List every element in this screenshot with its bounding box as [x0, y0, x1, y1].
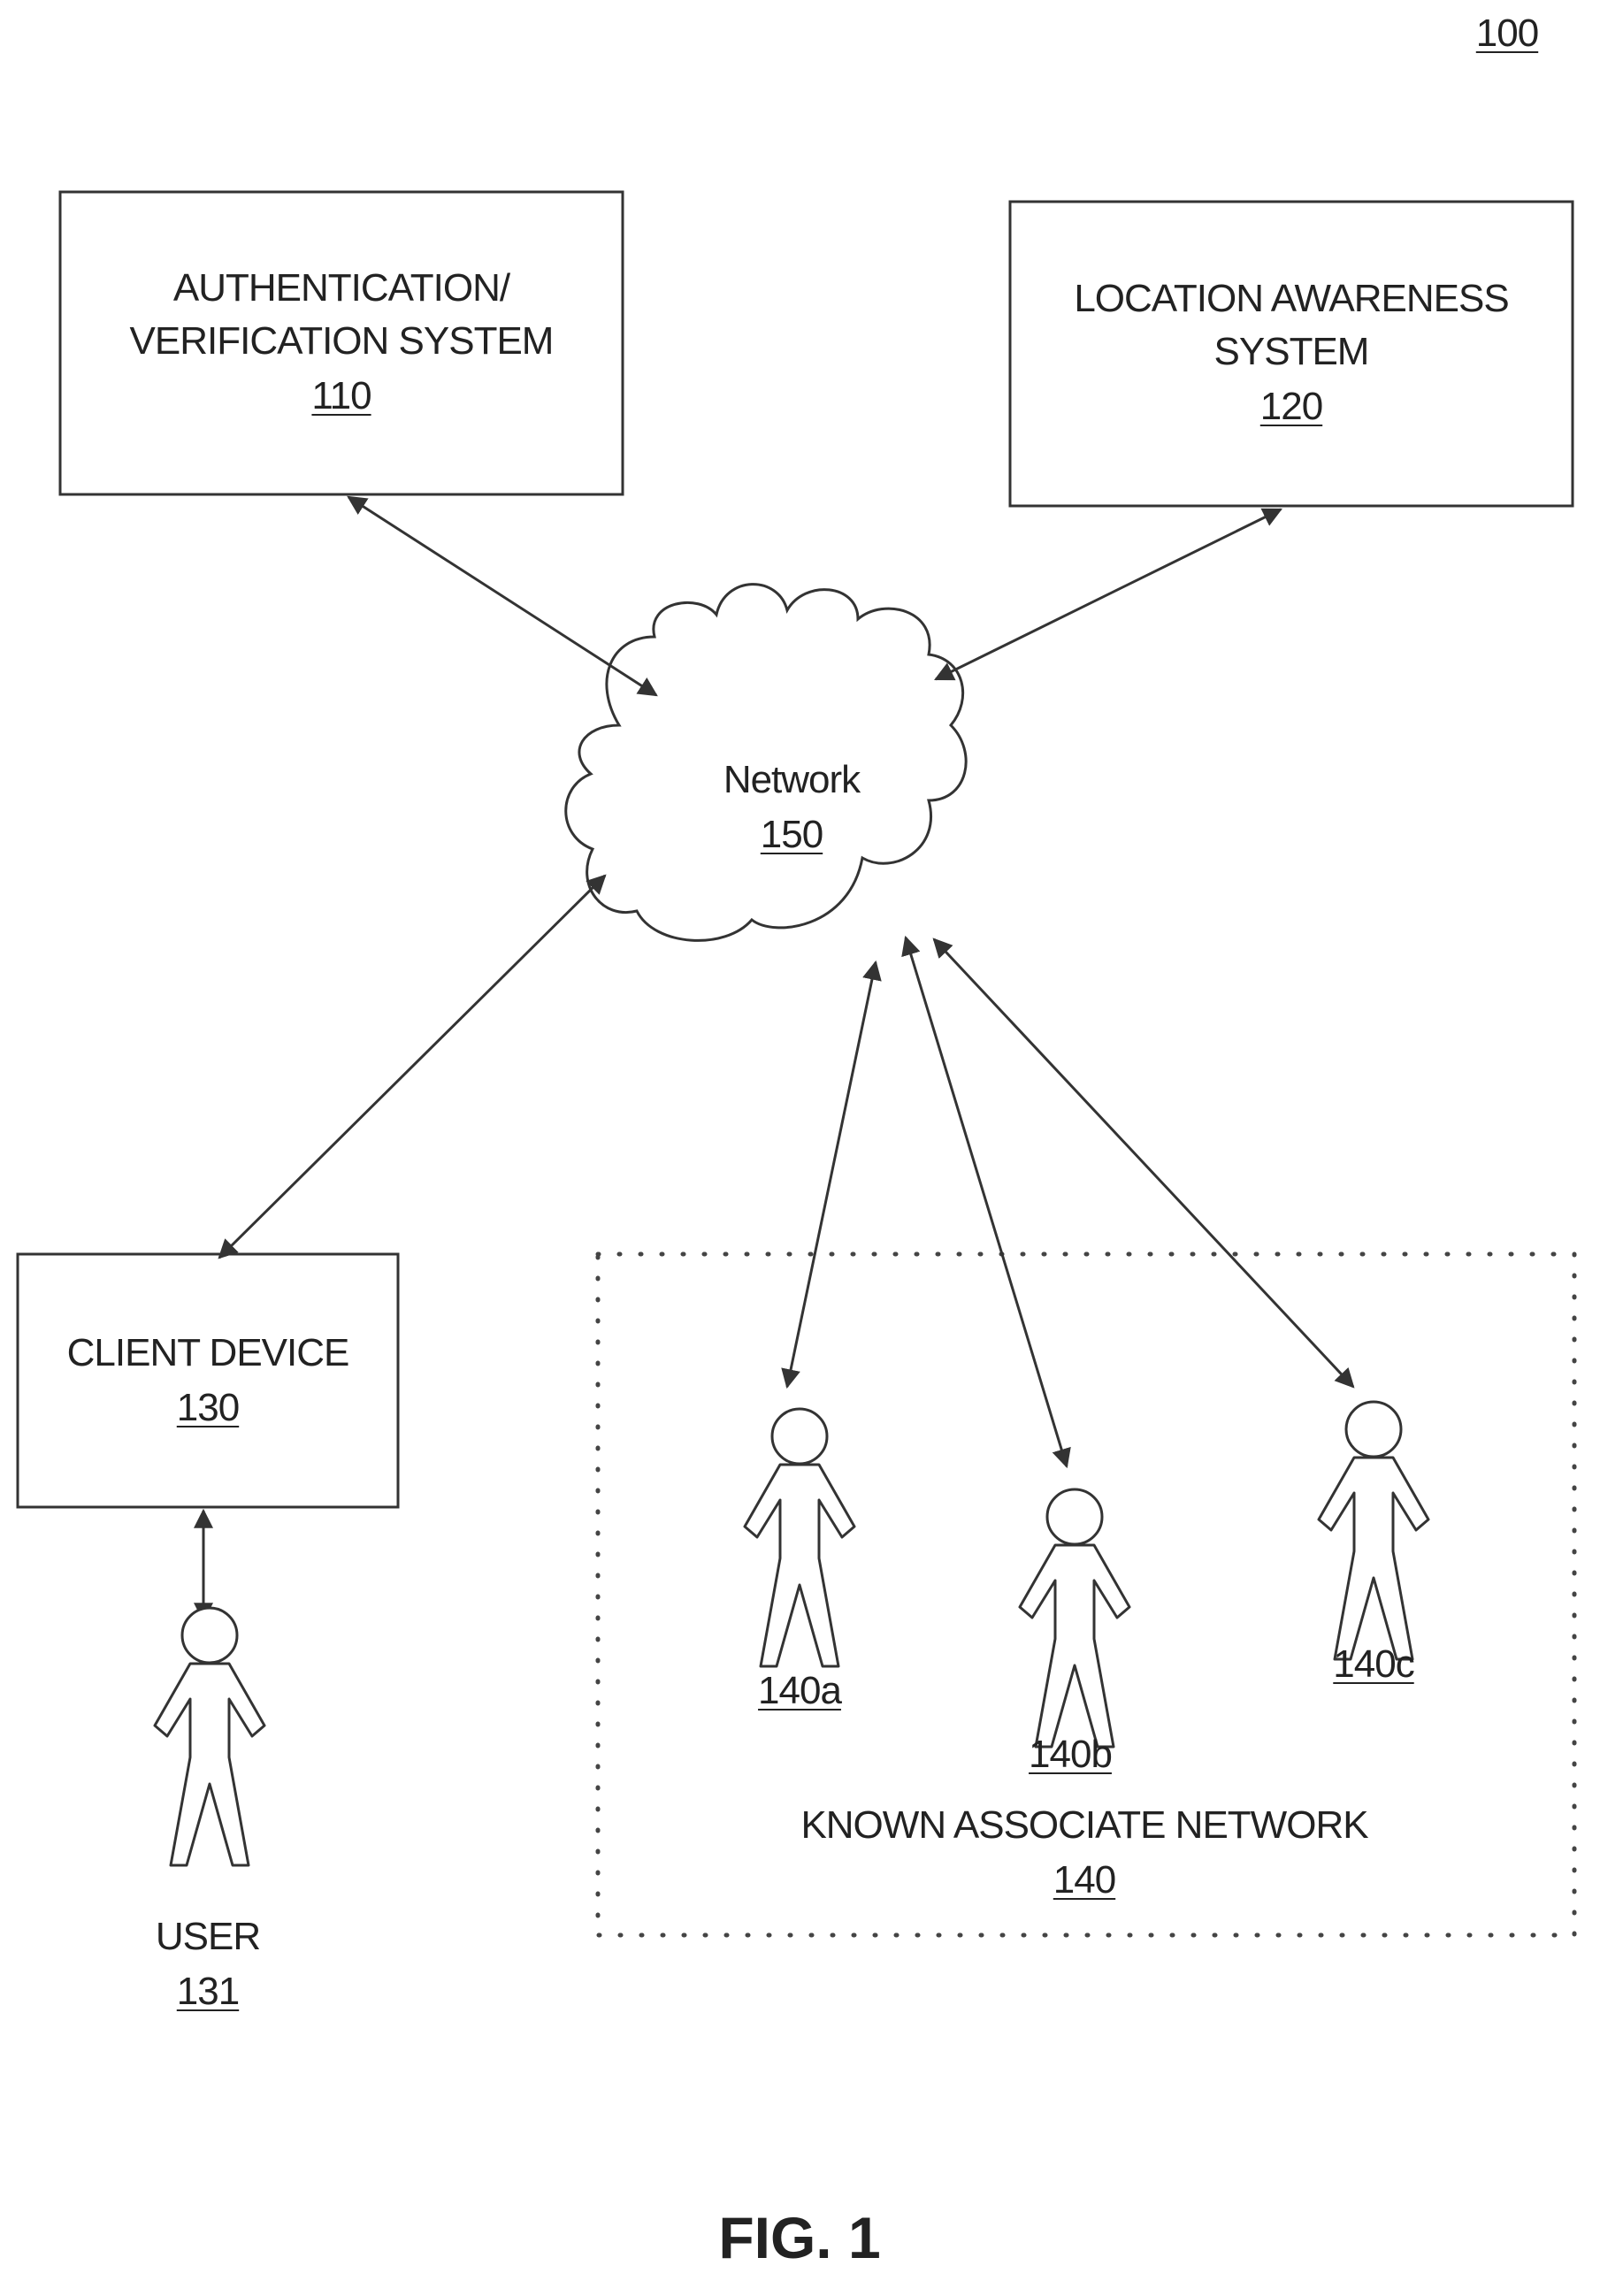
client-device-ref: 130	[18, 1381, 398, 1435]
associate-network-ref: 140	[731, 1854, 1438, 1907]
associate-ref-140b: 140b	[982, 1728, 1159, 1781]
location-system-title-line2: SYSTEM	[1010, 325, 1573, 379]
associate-ref-140a: 140a	[711, 1665, 888, 1718]
associate-network-title: KNOWN ASSOCIATE NETWORK	[731, 1799, 1438, 1852]
network-title: Network	[659, 754, 924, 807]
network-ref: 150	[659, 808, 924, 861]
arrow-auth-network	[348, 497, 656, 695]
associate-figure-140c	[1319, 1402, 1428, 1659]
arrow-network-140b	[906, 938, 1067, 1466]
associate-ref-140c: 140c	[1285, 1638, 1462, 1691]
auth-system-ref: 110	[60, 370, 623, 423]
user-title: USER	[119, 1910, 296, 1963]
associate-figure-140a	[745, 1409, 854, 1666]
figure-ref: 100	[1454, 7, 1560, 60]
user-figure-131	[155, 1608, 264, 1865]
arrow-network-140c	[934, 939, 1353, 1387]
arrow-location-network	[936, 509, 1281, 679]
associate-figure-140b	[1020, 1489, 1129, 1747]
location-system-ref: 120	[1010, 380, 1573, 433]
arrow-network-140a	[787, 962, 876, 1387]
client-device-title: CLIENT DEVICE	[18, 1327, 398, 1380]
auth-system-title-line1: AUTHENTICATION/	[60, 262, 623, 315]
arrow-client-network	[219, 876, 605, 1258]
location-system-title-line1: LOCATION AWARENESS	[1010, 272, 1573, 325]
auth-system-title-line2: VERIFICATION SYSTEM	[60, 315, 623, 368]
user-ref: 131	[119, 1965, 296, 2018]
figure-caption: FIG. 1	[578, 2202, 1021, 2273]
client-device-box	[18, 1254, 398, 1507]
